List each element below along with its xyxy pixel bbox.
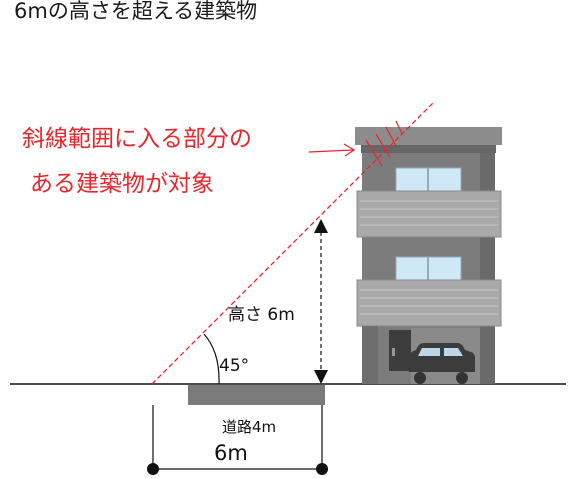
angle-label: 45°	[219, 356, 249, 376]
column-left	[362, 326, 378, 384]
building-side-column	[480, 153, 495, 384]
balcony-upper	[356, 190, 502, 238]
annotation-line-2: ある建築物が対象	[30, 171, 214, 197]
annotation-arrow	[308, 149, 354, 153]
distance-label: 6m	[214, 441, 248, 465]
distance-endpoint-right	[316, 463, 328, 475]
building-roof-band	[361, 145, 496, 153]
building	[355, 127, 502, 384]
height-arrow-bottom	[314, 370, 328, 384]
road-label: 道路4m	[222, 418, 276, 436]
height-label: 高さ 6m	[228, 305, 295, 325]
road	[188, 385, 325, 405]
car-icon	[409, 343, 475, 384]
distance-endpoint-left	[147, 463, 159, 475]
annotation-arrow-head	[343, 143, 356, 157]
intersection-hatch	[365, 120, 403, 167]
door	[389, 330, 411, 371]
annotation-line-1: 斜線範囲に入る部分の	[22, 126, 252, 152]
building-roof	[355, 127, 502, 145]
balcony-lower	[356, 279, 502, 327]
angle-arc	[203, 333, 220, 385]
diagram-title: 6mの高さを超える建築物	[14, 0, 258, 23]
door-handle	[392, 348, 395, 356]
height-arrow-top	[314, 219, 328, 233]
